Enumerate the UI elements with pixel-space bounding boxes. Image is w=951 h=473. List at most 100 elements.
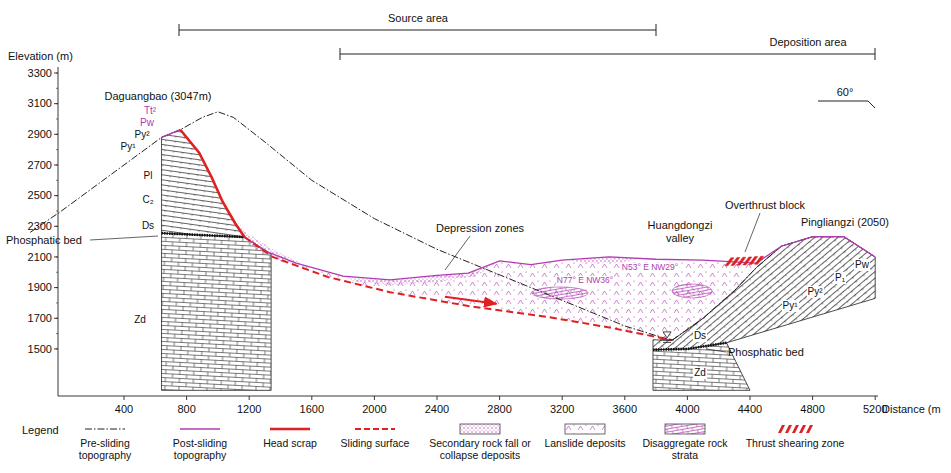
axis-tick: [54, 134, 58, 135]
axis-tick: [56, 226, 58, 227]
leader-line: [445, 236, 470, 270]
area-bracket-label: Deposition area: [769, 36, 846, 49]
axis-tick: [54, 195, 58, 196]
axis-tick: [249, 396, 250, 400]
axis-tick-label: 2400: [425, 403, 449, 416]
axis-tick: [56, 88, 58, 89]
phosphatic-bed: [653, 343, 727, 350]
axis-tick: [54, 226, 58, 227]
disaggregate-strata: [532, 287, 588, 299]
axis-tick: [56, 348, 58, 349]
axis-tick-label: 1700: [28, 312, 52, 325]
post-sliding-topography: [245, 237, 876, 280]
axis-tick: [56, 287, 58, 288]
axis-tick-label: 2500: [28, 189, 52, 202]
axis-tick: [437, 396, 438, 400]
axis-tick: [56, 134, 58, 135]
legend-title: Legend: [22, 424, 59, 437]
axis-tick: [311, 396, 312, 400]
axis-tick: [56, 302, 58, 303]
axis-tick-label: 2700: [28, 159, 52, 172]
legend-swatch: [84, 423, 126, 435]
legend-item: Head scrap: [255, 423, 325, 450]
feature-label: Pingliangzi (2050): [801, 216, 889, 229]
legend-item: Post-sliding topography: [155, 423, 245, 461]
feature-label: Depression zones: [436, 222, 524, 235]
axis-tick: [56, 164, 58, 165]
axis-tick-label: 2800: [487, 403, 511, 416]
dip-angle-label: 60°: [837, 86, 854, 99]
axis-tick-label: 400: [115, 403, 133, 416]
area-bracket-label: Source area: [388, 12, 448, 25]
axis-tick: [54, 348, 58, 349]
axis-tick-label: 4000: [675, 403, 699, 416]
axis-tick-label: 3100: [28, 97, 52, 110]
axis-line: [58, 67, 878, 396]
strata-attitude-label: N77° E NW36°: [556, 276, 614, 286]
legend-swatch: [564, 423, 606, 435]
legend-item: Pre-sliding topography: [60, 423, 150, 461]
legend-text: Secondary rock fall or collapse deposits: [424, 438, 536, 461]
stratum-code: Pw: [854, 259, 870, 271]
legend-text: Sliding surface: [341, 438, 410, 450]
dip-symbol: [818, 101, 875, 108]
legend-text: Head scrap: [263, 438, 317, 450]
landslide-deposits: [245, 237, 757, 340]
thrust-shear-zone: [755, 256, 764, 264]
axis-tick: [54, 287, 58, 288]
axis-tick: [875, 396, 876, 400]
axis-tick: [750, 396, 751, 400]
water-table-symbol: [663, 332, 671, 338]
axis-tick: [499, 396, 500, 400]
axis-title: Elevation (m): [8, 50, 73, 63]
axis-tick: [54, 164, 58, 165]
post-sliding-topography: [162, 130, 181, 138]
axis-tick: [124, 396, 125, 400]
axis-tick-label: 2000: [362, 403, 386, 416]
axis-tick: [687, 396, 688, 400]
head-scarp: [180, 130, 244, 237]
stratum-code: Pw: [140, 117, 154, 129]
axis-tick: [56, 333, 58, 334]
axis-tick: [56, 73, 58, 74]
axis-tick: [56, 256, 58, 257]
stratum-code: P₁: [834, 272, 846, 284]
stratum-code: Tt²: [144, 105, 156, 117]
axis-tick-label: 2300: [28, 220, 52, 233]
leader-line: [706, 349, 726, 352]
axis-tick-label: 1500: [28, 343, 52, 356]
legend-swatch: [664, 423, 706, 435]
secondary-deposits: [237, 220, 304, 264]
axis-tick: [56, 195, 58, 196]
legend-text: Lanslide deposits: [544, 438, 625, 450]
axis-title: Distance (m: [882, 403, 941, 416]
geologic-section: [30, 24, 878, 400]
axis-tick: [54, 318, 58, 319]
stratum-code: Zd: [693, 367, 707, 379]
legend-text: Thrust shearing zone: [746, 438, 845, 450]
axis-tick-label: 3300: [28, 67, 52, 80]
axis-tick-label: 1900: [28, 281, 52, 294]
feature-label: Overthrust block: [725, 199, 805, 212]
axis-tick: [812, 396, 813, 400]
stratum-code: Py¹: [782, 300, 799, 312]
bedrock-strata: [162, 130, 245, 237]
feature-label: Phosphatic bed: [6, 234, 82, 247]
pre-sliding-topography: [30, 112, 875, 341]
axis-tick-label: 3200: [550, 403, 574, 416]
axis-tick: [624, 396, 625, 400]
axis-tick: [562, 396, 563, 400]
disaggregate-strata: [672, 284, 712, 298]
legend-swatch: [269, 423, 311, 435]
legend-swatch: [179, 423, 221, 435]
strata-attitude-label: N53° E NW29°: [621, 263, 679, 273]
legend-text: Post-sliding topography: [155, 438, 245, 461]
legend-item: Sliding surface: [335, 423, 415, 450]
feature-label: Daguangbao (3047m): [104, 90, 211, 103]
legend-item: Disaggregate rock strata: [637, 423, 733, 461]
legend-item: Secondary rock fall or collapse deposits: [424, 423, 536, 461]
axis-tick: [56, 210, 58, 211]
axis-tick-label: 3600: [613, 403, 637, 416]
leader-line: [745, 213, 760, 252]
